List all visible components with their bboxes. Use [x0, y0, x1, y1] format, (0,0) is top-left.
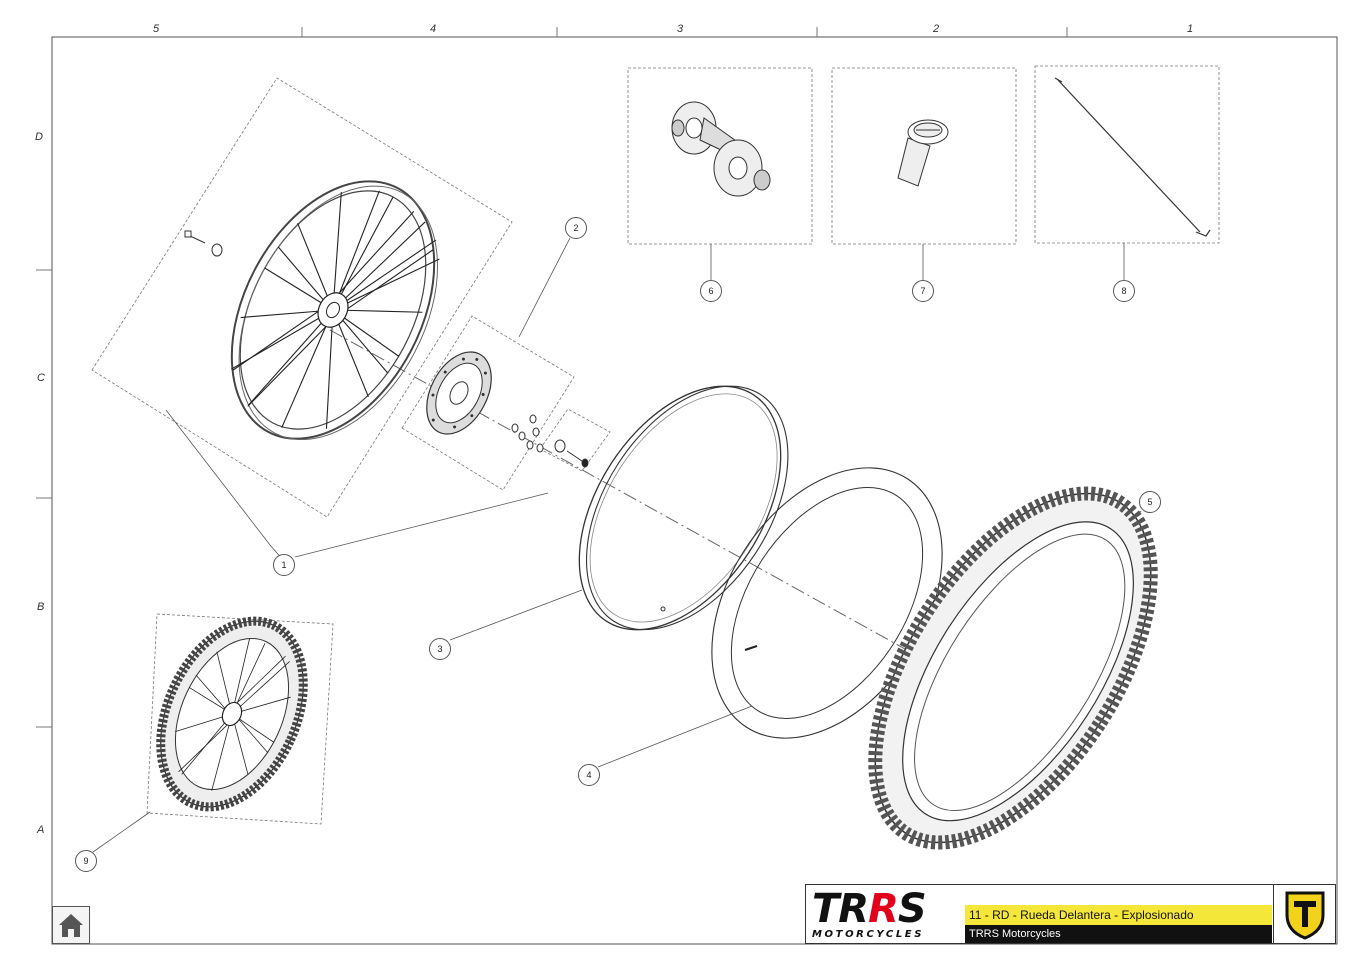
logo-part-b: R — [868, 886, 899, 932]
column-label-2: 2 — [933, 23, 940, 35]
home-button[interactable] — [52, 906, 90, 944]
rim-band-drawing — [578, 385, 789, 631]
leader-3 — [449, 589, 583, 641]
brake-disc-drawing — [426, 351, 492, 435]
rim-valve-hole — [660, 606, 666, 612]
leader-2 — [518, 237, 571, 338]
drawing-title: 11 - RD - Rueda Delantera - Explosionado — [965, 905, 1272, 925]
leader-1a — [165, 409, 285, 562]
tire-drawing — [868, 486, 1158, 850]
column-label-5: 5 — [153, 23, 160, 35]
row-label-a: A — [37, 824, 45, 836]
hub-drawing — [671, 101, 771, 197]
disc-box — [401, 315, 575, 491]
leader-4 — [597, 705, 753, 768]
brand-shield-icon — [1285, 891, 1325, 940]
brand-shield — [1273, 885, 1337, 943]
callout-6: 6 — [700, 280, 722, 302]
callout-7: 7 — [912, 280, 934, 302]
zone-ticks — [36, 27, 1068, 728]
disc-bolts-drawing — [511, 414, 589, 468]
row-label-c: C — [37, 372, 45, 384]
logo-wordmark: TRRS — [812, 886, 927, 932]
sheet-border — [51, 36, 1338, 945]
callout-4: 4 — [578, 764, 600, 786]
callout-2: 2 — [565, 217, 587, 239]
title-block: TRRS MOTORCYCLES 11 - RD - Rueda Delante… — [805, 884, 1336, 944]
callout-8: 8 — [1113, 280, 1135, 302]
leader-9 — [92, 811, 151, 853]
complete-wheel-box — [146, 613, 334, 825]
column-label-1: 1 — [1187, 23, 1194, 35]
tube-valve-drawing — [744, 645, 758, 651]
axle-box — [539, 408, 611, 472]
row-label-d: D — [35, 131, 43, 143]
spoke-box — [1034, 65, 1220, 244]
wheel-assembly-box — [91, 77, 513, 518]
complete-wheel-drawing — [156, 616, 308, 812]
logo-subtitle: MOTORCYCLES — [812, 929, 925, 940]
column-label-4: 4 — [430, 23, 437, 35]
row-label-b: B — [37, 601, 45, 613]
home-icon — [59, 914, 83, 937]
leader-1b — [294, 492, 549, 558]
trrs-logo: TRRS MOTORCYCLES — [806, 885, 963, 943]
callout-1: 1 — [273, 554, 295, 576]
valve-part-drawing — [897, 119, 949, 187]
spoke-drawing — [1054, 77, 1211, 237]
callout-5: 5 — [1139, 491, 1161, 513]
axle-bolt-drawing — [184, 230, 223, 257]
hub-box — [627, 67, 813, 245]
logo-part-a: TR — [812, 886, 869, 932]
front-wheel-drawing — [230, 180, 440, 441]
callout-9: 9 — [75, 850, 97, 872]
valve-box — [831, 67, 1017, 245]
callout-3: 3 — [429, 638, 451, 660]
company-name: TRRS Motorcycles — [965, 925, 1272, 943]
column-label-3: 3 — [677, 23, 684, 35]
logo-part-c: S — [897, 886, 927, 932]
